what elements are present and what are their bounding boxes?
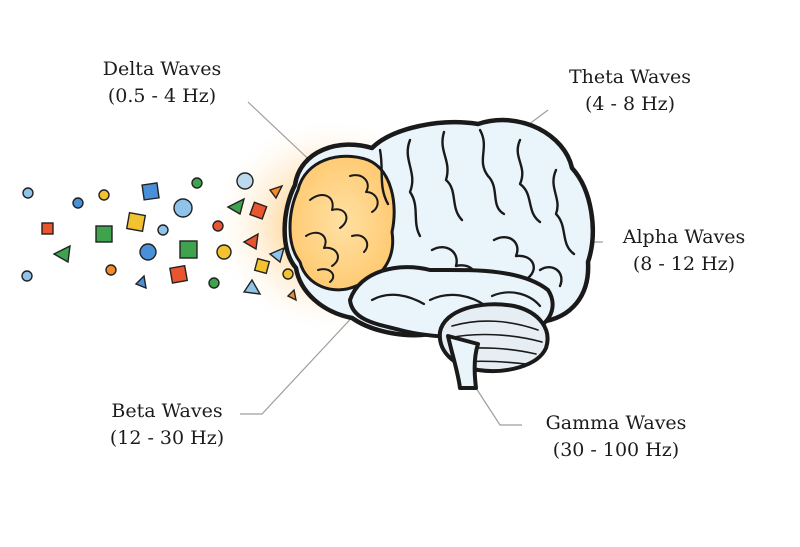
particle-circle (216, 244, 232, 260)
frontal-gyri (305, 174, 379, 283)
theta-waves-label: Theta Waves (4 - 8 Hz) (550, 64, 710, 118)
leader-line-gamma (475, 387, 522, 426)
particle-square (141, 182, 160, 201)
particle-triangle (242, 232, 259, 251)
gamma-waves-label: Gamma Waves (30 - 100 Hz) (526, 410, 706, 464)
particle-circle (98, 189, 110, 201)
delta-waves-name: Delta Waves (102, 58, 222, 80)
alpha-waves-name: Alpha Waves (622, 226, 746, 248)
cerebrum-gyri (378, 128, 576, 288)
particle-circle (191, 177, 203, 189)
particle-square (95, 225, 113, 243)
thought-particles (21, 172, 297, 302)
particle-circle (105, 264, 117, 276)
particle-circle (157, 224, 169, 236)
gamma-waves-range: (30 - 100 Hz) (552, 439, 680, 461)
beta-waves-label: Beta Waves (12 - 30 Hz) (92, 398, 242, 452)
particle-triangle (226, 197, 246, 216)
beta-waves-range: (12 - 30 Hz) (109, 427, 225, 449)
particle-circle (22, 187, 34, 199)
theta-waves-name: Theta Waves (568, 66, 692, 88)
delta-waves-range: (0.5 - 4 Hz) (107, 85, 217, 107)
particle-circle (282, 268, 294, 280)
particle-triangle (268, 184, 284, 200)
particle-triangle (52, 244, 71, 264)
alpha-waves-label: Alpha Waves (8 - 12 Hz) (604, 224, 764, 278)
particle-square (179, 240, 198, 259)
delta-waves-label: Delta Waves (0.5 - 4 Hz) (84, 56, 240, 110)
leader-line-beta (240, 295, 373, 415)
beta-waves-name: Beta Waves (111, 400, 223, 422)
particle-triangle (286, 288, 297, 302)
particle-triangle (268, 246, 286, 264)
particle-circle (212, 220, 224, 232)
particle-circle (208, 277, 220, 289)
particle-square (169, 264, 189, 284)
particle-circle (139, 243, 157, 261)
alpha-waves-range: (8 - 12 Hz) (632, 253, 736, 275)
brainstem (446, 334, 480, 390)
theta-waves-range: (4 - 8 Hz) (584, 93, 676, 115)
gamma-waves-name: Gamma Waves (545, 412, 687, 434)
particle-circle (236, 172, 254, 190)
particle-square (253, 257, 271, 275)
frontal-lobe (288, 154, 396, 292)
brain-illustration (282, 117, 595, 390)
particle-circle (21, 270, 33, 282)
particle-square (249, 201, 268, 220)
particle-triangle (242, 278, 262, 295)
particle-triangle (134, 274, 147, 290)
particle-square (41, 222, 54, 235)
particle-circle (72, 197, 84, 209)
particle-circle (173, 198, 193, 218)
particle-square (125, 211, 147, 233)
